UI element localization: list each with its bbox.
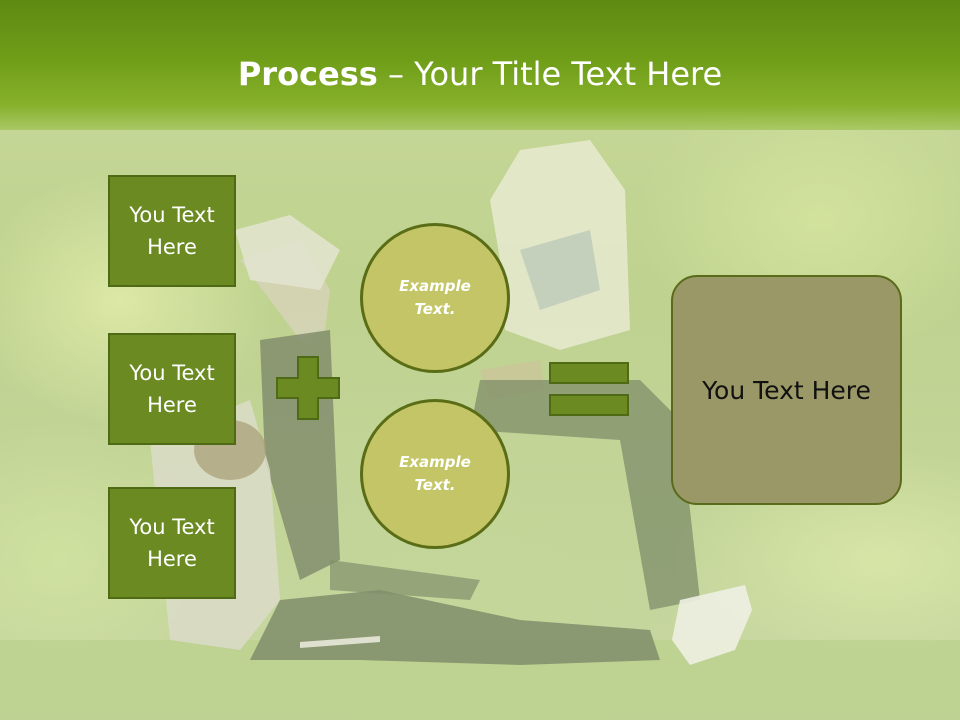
slide-title: Process – Your Title Text Here (0, 52, 960, 96)
title-text: – Your Title Text Here (377, 55, 723, 93)
text-box-1[interactable]: You Text Here (108, 175, 236, 287)
example-circle-2[interactable]: Example Text. (360, 399, 510, 549)
plus-icon (276, 356, 340, 420)
text-box-3[interactable]: You Text Here (108, 487, 236, 599)
example-circle-1[interactable]: Example Text. (360, 223, 510, 373)
title-bold-text: Process (237, 55, 378, 93)
result-box[interactable]: You Text Here (671, 275, 902, 505)
title-bar (0, 0, 960, 130)
text-box-1-label: You Text Here (129, 203, 215, 259)
equals-icon (549, 362, 629, 416)
text-box-3-label: You Text Here (129, 515, 215, 571)
example-circle-2-label: Example Text. (399, 453, 471, 494)
text-box-2[interactable]: You Text Here (108, 333, 236, 445)
result-box-label: You Text Here (702, 375, 871, 405)
example-circle-1-label: Example Text. (399, 277, 471, 318)
text-box-2-label: You Text Here (129, 361, 215, 417)
